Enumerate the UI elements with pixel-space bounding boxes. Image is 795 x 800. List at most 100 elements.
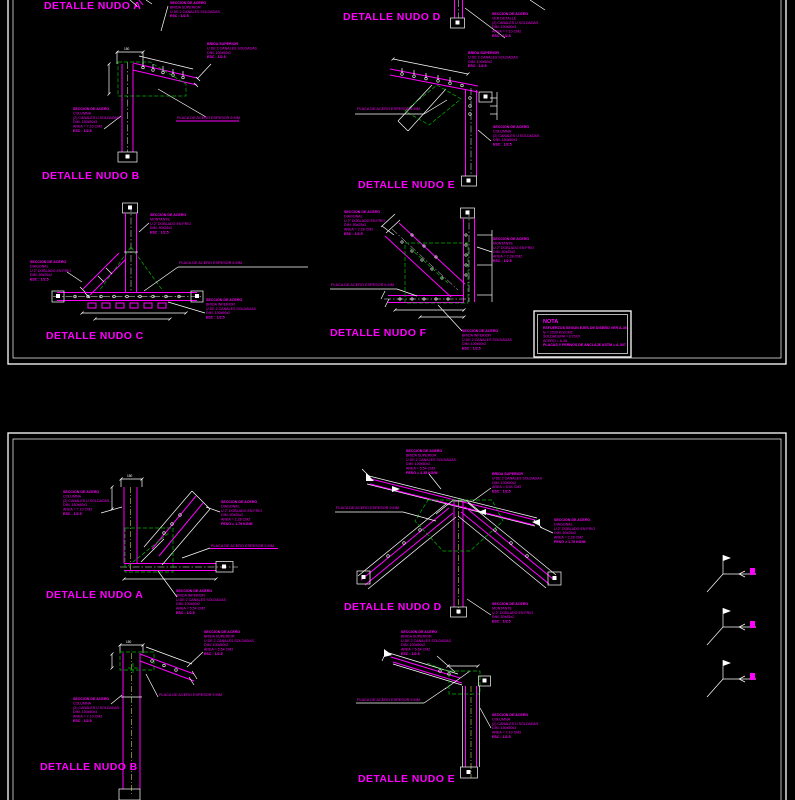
plate-label: PLACA DE ACERO ESPESOR 9 MM bbox=[159, 693, 222, 697]
bottom-chord bbox=[120, 561, 238, 573]
leader-line bbox=[479, 707, 492, 729]
s1-detail-e: PLACA DE ACERO ESPESOR 6 MM BRIDA SUPERI… bbox=[355, 51, 540, 191]
flag-icon bbox=[723, 660, 731, 666]
gusset-outline-dashed bbox=[124, 527, 174, 573]
right-diagonal-brace bbox=[457, 502, 562, 589]
gusset-dashed bbox=[409, 247, 449, 284]
plate-label: PLACA DE ACERO ESPESOR 9 MM bbox=[211, 544, 274, 548]
dimension-lines: 150 bbox=[100, 474, 218, 581]
leader-line bbox=[110, 694, 123, 705]
dimension-lines bbox=[80, 311, 188, 321]
center-mark bbox=[128, 663, 138, 673]
plate-label: PLACA DE ACERO ESPESOR 6 MM bbox=[179, 261, 242, 265]
column-member bbox=[460, 675, 491, 779]
gusset-outline-dashed bbox=[119, 651, 155, 671]
gusset-dashed bbox=[98, 246, 132, 292]
arrowhead-icon bbox=[738, 623, 746, 631]
bottom-chord bbox=[51, 290, 204, 303]
plate-label: PLACA DE ACERO ESPESOR 6 MM bbox=[357, 107, 420, 111]
detail-title: DETALLE NUDO B bbox=[42, 170, 140, 182]
dimension-lines bbox=[446, 664, 480, 668]
leader-line bbox=[143, 266, 179, 292]
dim-label: 150 bbox=[127, 474, 133, 478]
center-post bbox=[450, 500, 467, 618]
gusset-dashed bbox=[130, 246, 164, 292]
arrowhead-icon bbox=[738, 570, 746, 578]
dimension-lines: 150 bbox=[110, 640, 193, 670]
weld-symbol bbox=[706, 608, 756, 646]
gusset-plate-edge bbox=[435, 500, 484, 515]
plate-label: PLACA DE ACERO ESPESOR 9 MM bbox=[336, 506, 399, 510]
leader-line bbox=[423, 99, 448, 115]
left-diagonal-brace bbox=[356, 503, 457, 590]
leader-line bbox=[402, 511, 437, 522]
leader-line bbox=[428, 473, 442, 490]
diagonal-brace bbox=[140, 490, 211, 566]
nota-title: NOTA bbox=[543, 319, 558, 325]
gusset-dashed bbox=[127, 531, 171, 567]
leader-line bbox=[539, 526, 554, 534]
leader-line bbox=[396, 288, 418, 297]
detail-title: DETALLE NUDO E bbox=[358, 179, 455, 191]
top-chord bbox=[361, 468, 543, 529]
s1-detail-b: 150 bbox=[42, 42, 258, 182]
leader-line bbox=[436, 655, 456, 673]
leader-line bbox=[196, 63, 212, 80]
diagonal-brace bbox=[380, 213, 466, 298]
weld-symbols bbox=[706, 555, 756, 698]
gusset-outline-dashed bbox=[414, 499, 504, 552]
post-member bbox=[122, 202, 138, 292]
leader-line bbox=[381, 225, 395, 236]
leader-line bbox=[476, 246, 493, 253]
leader-line bbox=[138, 222, 150, 233]
column-fragment bbox=[450, 0, 465, 29]
diagonal-brace bbox=[79, 252, 127, 299]
leader-line bbox=[472, 487, 492, 502]
leader-line bbox=[186, 651, 204, 668]
beam-member bbox=[132, 62, 201, 88]
plate-label: PLACA DE ACERO ESPESOR 6 MM bbox=[331, 283, 394, 287]
detail-title: DETALLE NUDO F bbox=[330, 327, 427, 339]
plate-label: PLACA DE ACERO ESPESOR 9 MM bbox=[357, 698, 420, 702]
detail-title: DETALLE NUDO A bbox=[44, 0, 141, 12]
beam-member bbox=[139, 653, 198, 686]
leader-line bbox=[157, 570, 178, 598]
leader-line bbox=[145, 673, 159, 698]
column-member bbox=[123, 487, 138, 570]
detail-title: DETALLE NUDO E bbox=[358, 773, 455, 785]
vertical-member bbox=[460, 207, 493, 302]
nota-box: NOTA ESFUERZOS SEGUN EJES DE DISEÑO VER … bbox=[533, 310, 632, 358]
s2-detail-a: 150 bbox=[46, 474, 278, 615]
gusset-outline-dashed bbox=[404, 84, 462, 126]
gusset-outline-dashed bbox=[448, 670, 481, 695]
cut-linework bbox=[129, 0, 153, 7]
flag-icon bbox=[723, 555, 731, 561]
dim-label: 150 bbox=[126, 640, 132, 644]
leader-line bbox=[167, 301, 206, 314]
member-end-symbol bbox=[117, 151, 138, 163]
